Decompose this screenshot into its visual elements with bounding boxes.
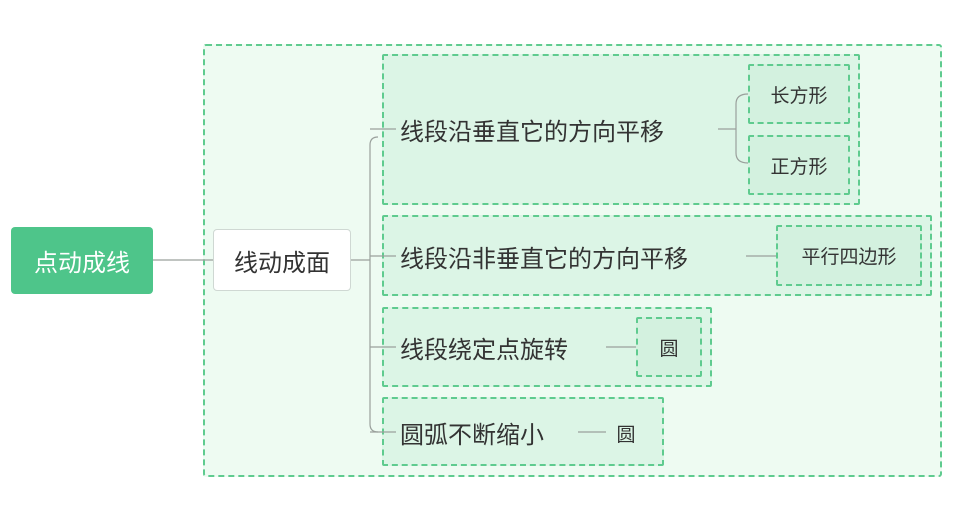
leaf-circle-arc[interactable]: 圆	[608, 418, 644, 448]
branch-topic-4[interactable]: 圆弧不断缩小	[400, 414, 544, 450]
branch-topic-3[interactable]: 线段绕定点旋转	[400, 329, 568, 365]
root-node[interactable]: 点动成线	[11, 227, 153, 294]
leaf-square-label: 正方形	[770, 155, 828, 178]
connector-branch-1-fork	[735, 93, 749, 164]
leaf-rectangle[interactable]: 长方形	[748, 64, 850, 124]
branch-topic-1[interactable]: 线段沿垂直它的方向平移	[400, 111, 664, 147]
branch-topic-3-label: 线段绕定点旋转	[400, 335, 568, 364]
leaf-parallelogram[interactable]: 平行四边形	[776, 225, 922, 286]
branch-topic-2[interactable]: 线段沿非垂直它的方向平移	[400, 238, 688, 274]
root-node-label: 点动成线	[34, 249, 130, 277]
hub-node[interactable]: 线动成面	[213, 229, 351, 291]
hub-node-label: 线动成面	[234, 248, 330, 277]
branch-group-arc	[382, 397, 664, 466]
branch-topic-2-label: 线段沿非垂直它的方向平移	[400, 244, 688, 273]
connector-trunk	[369, 136, 379, 433]
leaf-circle-rotation[interactable]: 圆	[636, 317, 702, 377]
leaf-rectangle-label: 长方形	[770, 84, 828, 107]
branch-topic-4-label: 圆弧不断缩小	[400, 420, 544, 449]
branch-topic-1-label: 线段沿垂直它的方向平移	[400, 117, 664, 146]
leaf-circle-rotation-label: 圆	[659, 337, 679, 360]
leaf-square[interactable]: 正方形	[748, 135, 850, 195]
leaf-parallelogram-label: 平行四边形	[801, 246, 897, 268]
leaf-circle-arc-label: 圆	[616, 423, 636, 446]
